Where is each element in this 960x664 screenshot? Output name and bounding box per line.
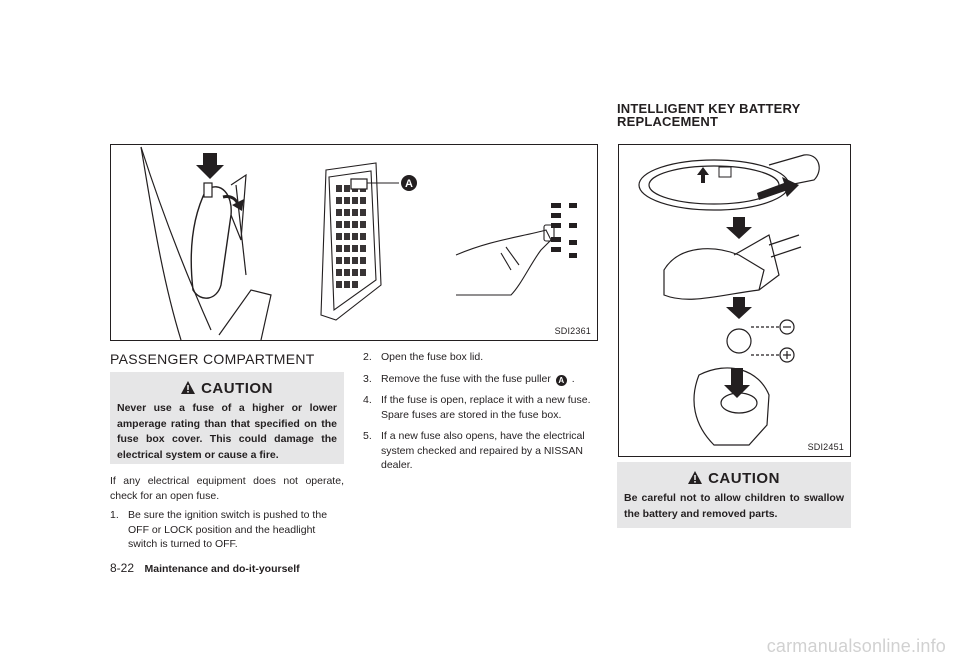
footer-section-title: Maintenance and do-it-yourself (144, 563, 300, 575)
page-number: 8-22 (110, 561, 135, 575)
warning-icon (688, 471, 703, 484)
warning-icon (181, 381, 196, 394)
fuse-box-figure: A SDI2361 (110, 144, 598, 341)
section-title-passenger: PASSENGER COMPARTMENT (110, 351, 315, 367)
figure-code: SDI2361 (554, 326, 591, 336)
intro-paragraph: If any electrical equipment does not ope… (110, 475, 344, 502)
list-item: 1. Be sure the ignition switch is pushed… (110, 509, 328, 550)
key-battery-figure: SDI2451 (618, 144, 851, 457)
figure-code-2: SDI2451 (807, 442, 844, 452)
caution-box-left: CAUTION Never use a fuse of a higher or … (110, 372, 344, 464)
right-section-title: INTELLIGENT KEY BATTERY REPLACEMENT (617, 102, 857, 128)
callout-badge-a: A (555, 374, 567, 386)
callout-label-a: A (405, 178, 413, 190)
caution-box-right: CAUTION Be careful not to allow children… (617, 462, 851, 528)
steps-list-left: 1. Be sure the ignition switch is pushed… (110, 508, 344, 559)
right-title-line-2: REPLACEMENT (617, 114, 719, 129)
caution-title-right: CAUTION (708, 470, 780, 487)
caution-title: CAUTION (201, 380, 273, 397)
fuse-box-illustration: A (140, 146, 577, 340)
list-item: 4. If the fuse is open, replace it with … (363, 394, 591, 421)
caution-header-right: CAUTION (617, 462, 851, 487)
watermark-text: carmanualsonline.info (766, 636, 946, 656)
caution-text: Never use a fuse of a higher or lower am… (117, 402, 337, 461)
list-item: 5. If a new fuse also opens, have the el… (363, 430, 585, 471)
key-battery-illustration (638, 154, 820, 446)
page-footer: 8-22 Maintenance and do-it-yourself (110, 559, 300, 577)
caution-header: CAUTION (110, 372, 344, 397)
caution-text-right: Be careful not to allow children to swal… (624, 492, 844, 520)
steps-list-middle: 2. Open the fuse box lid. 3. Remove the … (363, 350, 597, 480)
right-title-line-1: INTELLIGENT KEY BATTERY (617, 101, 801, 116)
list-item: 3. Remove the fuse with the fuse puller … (363, 372, 575, 386)
list-item: 2. Open the fuse box lid. (363, 351, 484, 363)
